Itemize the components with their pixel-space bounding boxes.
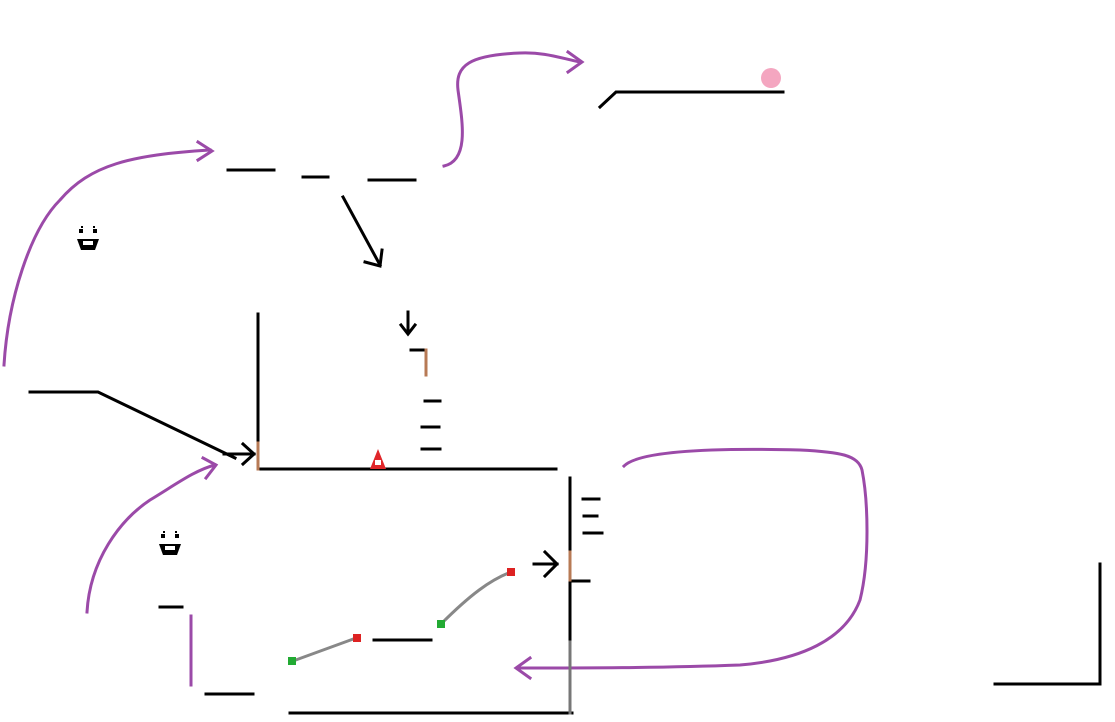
- route-arrow-top: [442, 51, 582, 168]
- rope-nodes: [288, 568, 515, 665]
- direction-arrows: [222, 194, 560, 579]
- arrow-icon: [542, 549, 560, 579]
- switches: [256, 348, 572, 582]
- rope: [438, 570, 513, 627]
- far-right-wall: [993, 562, 1102, 686]
- route-arrow-left-head: [195, 139, 215, 163]
- pink-ball-icon[interactable]: [761, 68, 781, 88]
- route-arrow-right-loop-head: [513, 655, 533, 681]
- arrow-icon: [363, 248, 384, 268]
- route-arrow-left: [2, 148, 212, 367]
- route-arrow-top-head: [565, 49, 585, 75]
- arrow-icon: [340, 194, 383, 268]
- arrow-icon: [398, 322, 418, 337]
- route-arrow-lower-left: [85, 463, 217, 614]
- rope-end-node: [507, 568, 515, 576]
- red-spike-icon: [370, 449, 386, 469]
- route-arrow-right-loop: [515, 447, 869, 670]
- route-arrow-lower-left-head: [200, 455, 219, 481]
- rope-end-node: [353, 634, 361, 642]
- route-arrows: [2, 49, 869, 687]
- ropes: [291, 570, 513, 663]
- rope: [291, 636, 358, 663]
- smiling-face-icon[interactable]: [159, 531, 181, 555]
- arrow-icon: [240, 441, 257, 467]
- rope-start-node: [437, 620, 445, 628]
- smiling-face-icon[interactable]: [77, 226, 99, 250]
- rope-start-node: [288, 657, 296, 665]
- platforms: [28, 90, 1102, 715]
- left-ramp: [28, 390, 238, 461]
- goal-platform: [597, 90, 785, 110]
